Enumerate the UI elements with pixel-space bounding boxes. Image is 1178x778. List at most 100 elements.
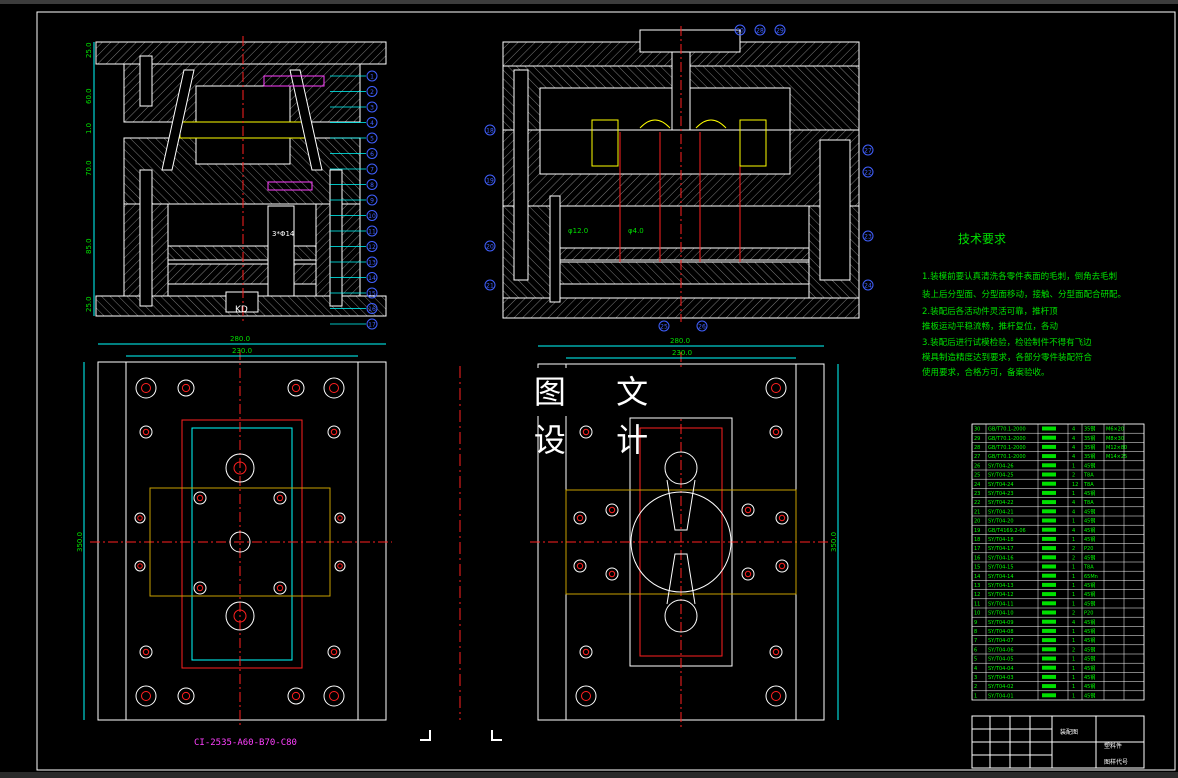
bom-cell: 12 — [1072, 482, 1078, 488]
balloon-left-label: 10 — [368, 213, 376, 220]
bom-cell: 45钢 — [1084, 582, 1095, 589]
balloon-left-3: 3 — [330, 101, 378, 113]
balloon-left-label: 9 — [370, 198, 374, 205]
bom-cell: 45钢 — [1084, 554, 1095, 561]
balloon-left-5: 5 — [330, 132, 378, 144]
bom-cell: 3 — [974, 675, 977, 681]
balloon-left-13: 13 — [330, 256, 378, 268]
bom-cell: 45钢 — [1084, 591, 1095, 598]
bom-cell: SY/T04-01 — [988, 693, 1014, 699]
balloon-left-12: 12 — [330, 241, 378, 252]
section-arrow-right — [491, 730, 502, 741]
balloon-right-label: 24 — [864, 283, 872, 290]
plan-hole — [775, 511, 789, 525]
bom-cell: 30 — [974, 427, 980, 433]
balloon-left-7: 7 — [330, 163, 378, 175]
bom-cell: 45钢 — [1084, 637, 1095, 644]
plan-hole — [334, 560, 346, 572]
plan-hole — [177, 687, 195, 705]
bom-cell: 8 — [974, 629, 977, 635]
left-plan-dimensions — [83, 343, 386, 720]
balloon-left-label: 6 — [370, 151, 374, 158]
bom-cell: 22 — [974, 500, 980, 506]
bom-cell: 18 — [974, 537, 980, 543]
dim-right-height: 350.0 — [830, 532, 838, 552]
bom-cell: 1 — [1072, 675, 1075, 681]
bom-cell: SY/T04-25 — [988, 473, 1014, 479]
bom-cell: 5 — [974, 657, 977, 663]
bom-cell: 28 — [974, 445, 980, 451]
dim-small-diameter: φ12.0 — [568, 227, 588, 235]
bom-cell: SY/T04-07 — [988, 638, 1014, 644]
bom-cell: SY/T04-04 — [988, 666, 1014, 672]
bom-cell: 4 — [1072, 436, 1075, 442]
plan-hole — [579, 645, 593, 659]
bom-cell: 1 — [1072, 601, 1075, 607]
plan-hole — [741, 503, 755, 517]
bom-cell: GB/T70.1-2000 — [988, 436, 1026, 442]
balloon-right-26: 26 — [696, 320, 708, 332]
bom-cell: 45钢 — [1084, 518, 1095, 525]
balloon-left-11: 11 — [330, 225, 378, 237]
plan-hole — [775, 559, 789, 573]
bom-cell: 1 — [1072, 638, 1075, 644]
bom-cell: M14×25 — [1106, 454, 1127, 460]
balloon-right-23: 23 — [862, 230, 874, 242]
bom-cell: 4 — [1072, 500, 1075, 506]
balloon-right-25: 25 — [658, 320, 670, 332]
plan-hole — [765, 685, 787, 707]
bom-cell: 35钢 — [1084, 426, 1095, 433]
plan-hole — [605, 567, 619, 581]
bom-cell: 2 — [1072, 473, 1075, 479]
left-plan-view — [90, 350, 392, 728]
plan-hole — [327, 425, 341, 439]
plan-hole — [575, 685, 597, 707]
bom-cell: 1 — [1072, 693, 1075, 699]
bom-cell: 25 — [974, 473, 980, 479]
bom-cell: 45钢 — [1084, 665, 1095, 672]
dim-h-5: 85.0 — [85, 238, 93, 254]
tech-line-6: 模具制造精度达到要求，各部分零件装配符合 — [922, 353, 1093, 363]
balloon-right-label: 20 — [486, 244, 494, 251]
bom-cell: 11 — [974, 601, 980, 607]
title-block — [971, 715, 1145, 769]
plan-hole — [134, 560, 146, 572]
bom-cell: 1 — [1072, 592, 1075, 598]
plan-hole — [287, 687, 305, 705]
balloon-right-21: 21 — [484, 279, 496, 291]
bom-cell: 24 — [974, 482, 980, 488]
bom-cell: GB/T70.1-2000 — [988, 454, 1026, 460]
bom-cell: SY/T04-09 — [988, 620, 1014, 626]
bom-cell: 17 — [974, 546, 980, 552]
balloon-left-label: 3 — [370, 105, 374, 112]
bom-cell: 2 — [974, 684, 977, 690]
balloon-left-15: 15 — [330, 287, 378, 299]
balloon-right-24: 24 — [862, 279, 874, 291]
left-box-label: 3*Φ14 — [272, 230, 295, 238]
balloon-right-top-28: 28 — [754, 24, 766, 36]
bom-cell: 14 — [974, 574, 980, 580]
bom-cell: 35钢 — [1084, 453, 1095, 460]
dim-h-6: 25.0 — [85, 296, 93, 312]
drawing-frame — [36, 11, 1176, 771]
bom-cell: 2 — [1072, 647, 1075, 653]
right-plan-view — [530, 352, 832, 728]
dim-right-width-inner: 230.0 — [672, 349, 692, 357]
bom-cell: 1 — [1072, 657, 1075, 663]
bom-cell: 15 — [974, 565, 980, 571]
balloon-left-6: 6 — [330, 148, 378, 159]
plan-hole — [139, 645, 153, 659]
tech-line-4: 推板运动平稳流畅，推杆复位，各动 — [922, 322, 1059, 332]
balloon-left-10: 10 — [330, 210, 378, 221]
